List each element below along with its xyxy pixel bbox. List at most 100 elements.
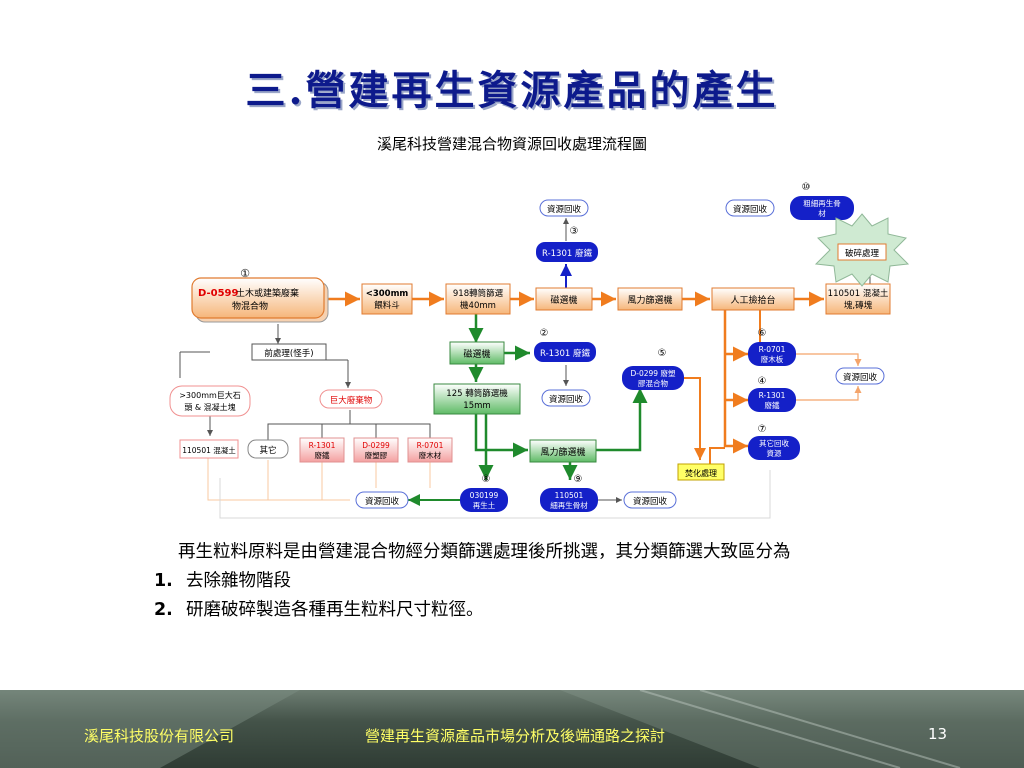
svg-text:資源回收: 資源回收 — [733, 204, 768, 215]
svg-text:膠混合物: 膠混合物 — [638, 378, 668, 388]
node-recycle-top: 資源回收 — [539, 199, 589, 217]
svg-text:R-1301 廢鐵: R-1301 廢鐵 — [542, 248, 592, 259]
node-incineration: 焚化處理 — [677, 463, 725, 481]
svg-text:風力篩選機: 風力篩選機 — [540, 446, 585, 458]
step-10: ⑩ — [802, 182, 811, 193]
svg-text:廢木材: 廢木材 — [419, 450, 442, 460]
step-8: ⑧ — [482, 474, 491, 485]
svg-text:R-0701: R-0701 — [759, 345, 786, 354]
node-trommel-125: 125 轉筒篩選機 15mm — [433, 383, 521, 415]
svg-text:塊,磚塊: 塊,磚塊 — [844, 300, 873, 311]
d0599-code: D-0599 — [198, 288, 239, 299]
list-text: 去除雜物階段 — [186, 571, 291, 591]
node-bulky-waste: 巨大廢棄物 — [319, 389, 383, 409]
svg-text:R-1301: R-1301 — [759, 391, 786, 400]
node-r1301-mid: R-1301 廢鐵 — [534, 342, 596, 362]
node-r0701-small: R-0701 廢木材 — [407, 437, 453, 463]
body-paragraph: 再生粒料原料是由營建混合物經分類篩選處理後所挑選，其分類篩選大致區分為 — [178, 542, 791, 562]
node-magnetic-separator-2: 磁選機 — [449, 341, 505, 365]
list-item: 1. 去除雜物階段 — [140, 567, 900, 596]
node-pretreatment: 前處理(怪手) — [251, 343, 327, 361]
svg-text:前處理(怪手): 前處理(怪手) — [264, 348, 313, 359]
svg-text:巨大廢棄物: 巨大廢棄物 — [330, 395, 373, 406]
slide-title: 三.營建再生資源產品的產生 — [245, 67, 779, 114]
node-d0599-source: D-0599 土木或建築廢棄 物混合物 — [191, 277, 329, 323]
step-7: ⑦ — [758, 424, 767, 435]
svg-text:R-1301 廢鐵: R-1301 廢鐵 — [540, 348, 590, 359]
step-9: ⑨ — [574, 474, 583, 485]
svg-text:918轉筒篩選: 918轉筒篩選 — [453, 288, 504, 299]
svg-text:資源: 資源 — [767, 448, 782, 458]
step-1: ① — [240, 267, 250, 280]
node-coarse-aggregate: 粗細再生骨 材 — [790, 196, 854, 220]
svg-text:焚化處理: 焚化處理 — [685, 468, 717, 478]
node-manual-sorting: 人工撿拾台 — [711, 287, 795, 311]
node-feeder: <300mm 餵料斗 — [361, 283, 413, 315]
body-text: 再生粒料原料是由營建混合物經分類篩選處理後所挑選，其分類篩選大致區分為 1. 去除… — [140, 538, 900, 625]
step-6: ⑥ — [758, 328, 767, 339]
svg-text:110501 混凝土: 110501 混凝土 — [828, 288, 889, 299]
node-r1301-small: R-1301 廢鐵 — [299, 437, 345, 463]
svg-text:廢鐵: 廢鐵 — [315, 450, 330, 460]
svg-text:R-0701: R-0701 — [417, 441, 444, 450]
d0599-label-1: 土木或建築廢棄 — [236, 287, 299, 299]
svg-text:D-0299 廢塑: D-0299 廢塑 — [631, 368, 676, 378]
node-recycle-right: 資源回收 — [835, 367, 885, 385]
svg-text:125 轉筒篩選機: 125 轉筒篩選機 — [446, 388, 508, 399]
node-wind-separator: 風力篩選機 — [617, 287, 683, 311]
svg-text:材: 材 — [818, 208, 826, 218]
node-r1301-iron: R-1301 廢鐵 — [748, 388, 796, 412]
step-2: ② — [540, 328, 549, 339]
node-concrete-brick: 110501 混凝土 塊,磚塊 — [825, 283, 891, 315]
node-trommel-918: 918轉筒篩選 機40mm — [445, 283, 511, 315]
connectors — [179, 205, 873, 519]
svg-text:粗細再生骨: 粗細再生骨 — [803, 198, 841, 208]
node-recycle-coarse: 資源回收 — [725, 199, 775, 217]
page-number: 13 — [928, 725, 948, 743]
svg-text:機40mm: 機40mm — [460, 300, 496, 311]
node-recycle-bottom-right: 資源回收 — [623, 491, 677, 509]
node-recycle-mid: 資源回收 — [541, 389, 591, 407]
svg-text:細再生骨材: 細再生骨材 — [550, 500, 588, 510]
footer-topic: 營建再生資源產品市場分析及後端通路之探討 — [365, 727, 666, 745]
svg-text:資源回收: 資源回收 — [843, 372, 878, 383]
diagram-subtitle: 溪尾科技營建混合物資源回收處理流程圖 — [376, 135, 647, 153]
svg-text:>300mm巨大石: >300mm巨大石 — [179, 390, 241, 400]
node-oversize-rock: >300mm巨大石 頭 & 混凝土塊 — [169, 385, 251, 417]
svg-text:風力篩選機: 風力篩選機 — [627, 294, 672, 306]
svg-text:廢木板: 廢木板 — [761, 354, 784, 364]
svg-text:其它: 其它 — [259, 445, 276, 456]
node-wind-separator-2: 風力篩選機 — [529, 439, 597, 463]
svg-text:資源回收: 資源回收 — [633, 496, 668, 507]
node-r1301-top: R-1301 廢鐵 — [536, 242, 598, 262]
footer-company: 溪尾科技股份有限公司 — [84, 727, 235, 745]
node-fine-aggregate: 110501 細再生骨材 — [540, 488, 598, 512]
svg-text:R-1301: R-1301 — [309, 441, 336, 450]
svg-text:廢鐵: 廢鐵 — [765, 400, 780, 410]
list-text: 研磨破碎製造各種再生粒料尺寸粒徑。 — [186, 600, 484, 620]
list-number: 2. — [154, 600, 173, 620]
svg-text:廢塑膠: 廢塑膠 — [365, 450, 388, 460]
svg-text:資源回收: 資源回收 — [365, 496, 400, 507]
d0599-label-2: 物混合物 — [232, 300, 268, 312]
svg-text:資源回收: 資源回收 — [547, 204, 582, 215]
node-recycled-soil: 030199 再生土 — [460, 488, 508, 512]
footer-roof-graphic — [0, 690, 1024, 768]
node-other: 其它 — [247, 439, 289, 459]
svg-text:磁選機: 磁選機 — [463, 348, 490, 360]
node-crusher: 破碎處理 — [814, 213, 910, 287]
list-item: 2. 研磨破碎製造各種再生粒料尺寸粒徑。 — [140, 596, 900, 625]
svg-text:110501 混凝土: 110501 混凝土 — [182, 445, 236, 455]
svg-text:磁選機: 磁選機 — [550, 294, 577, 306]
svg-text:資源回收: 資源回收 — [549, 394, 584, 405]
footer-bar: 溪尾科技股份有限公司 營建再生資源產品市場分析及後端通路之探討 13 — [0, 690, 1024, 768]
svg-text:破碎處理: 破碎處理 — [845, 248, 880, 259]
step-3: ③ — [570, 226, 579, 237]
flow-diagram: D-0599 土木或建築廢棄 物混合物 ① <300mm 餵料斗 918轉筒篩選… — [150, 178, 910, 530]
svg-text:<300mm: <300mm — [366, 289, 409, 299]
svg-text:人工撿拾台: 人工撿拾台 — [730, 294, 775, 306]
list-number: 1. — [154, 571, 173, 591]
node-d0299-small: D-0299 廢塑膠 — [353, 437, 399, 463]
step-5: ⑤ — [658, 348, 667, 359]
svg-text:D-0299: D-0299 — [362, 441, 390, 450]
